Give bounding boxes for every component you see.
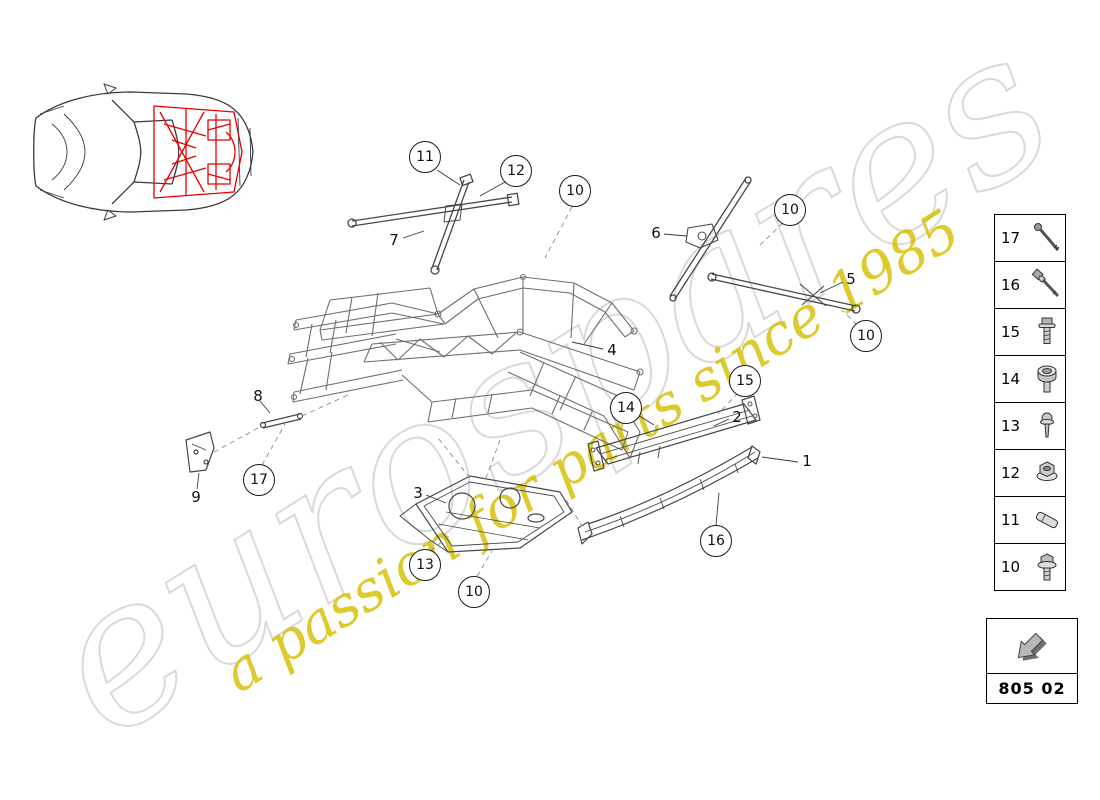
part-label-8[interactable]: 8: [253, 387, 263, 405]
part-5-stay: [707, 272, 861, 314]
legend-number: 15: [1001, 323, 1021, 341]
part-label-5[interactable]: 5: [846, 270, 856, 288]
legend-row-14[interactable]: 14: [994, 355, 1066, 403]
callout-14[interactable]: 14: [610, 392, 642, 424]
part-2-impact-beam: [587, 395, 761, 472]
chassis-frame-part-4: [287, 273, 644, 459]
legend-number: 12: [1001, 464, 1021, 482]
part-label-9[interactable]: 9: [191, 488, 201, 506]
legend-number: 10: [1001, 558, 1021, 576]
callout-17[interactable]: 17: [243, 464, 275, 496]
part-label-4[interactable]: 4: [607, 341, 617, 359]
legend-number: 16: [1001, 276, 1021, 294]
fasteners-legend: 17 16 15 14 13: [994, 214, 1066, 591]
legend-number: 13: [1001, 417, 1021, 435]
part-8-link: [259, 412, 304, 429]
part-1-bumper-beam: [577, 445, 761, 545]
back-arrow-button[interactable]: [986, 618, 1078, 674]
callout-10-b[interactable]: 10: [774, 194, 806, 226]
part-label-7[interactable]: 7: [389, 231, 399, 249]
car-inset-rear-chassis-highlight: [153, 105, 243, 199]
flange-bolt-icon: [1031, 315, 1063, 349]
legend-row-15[interactable]: 15: [994, 308, 1066, 356]
callout-11[interactable]: 11: [409, 141, 441, 173]
part-7-cross-brace: [347, 173, 520, 275]
car-top-view-icon: [33, 83, 254, 221]
part-3-underbody-panel: [399, 475, 573, 553]
legend-number: 11: [1001, 511, 1021, 529]
legend-row-10[interactable]: 10: [994, 543, 1066, 591]
legend-row-13[interactable]: 13: [994, 402, 1066, 450]
part-6-stay-bracket: [669, 176, 752, 302]
part-9-bracket: [185, 431, 215, 473]
diagram-code-box: 805 02: [986, 618, 1078, 704]
screw-icon: [1031, 409, 1063, 443]
part-label-6[interactable]: 6: [651, 224, 661, 242]
callout-10-a[interactable]: 10: [559, 175, 591, 207]
leader-lines: [196, 169, 844, 526]
legend-row-17[interactable]: 17: [994, 214, 1066, 262]
hex-bolt-icon: [1031, 268, 1063, 302]
dowel-pin-icon: [1031, 503, 1063, 537]
legend-row-11[interactable]: 11: [994, 496, 1066, 544]
callout-10-d[interactable]: 10: [458, 576, 490, 608]
part-label-3[interactable]: 3: [413, 484, 423, 502]
legend-row-16[interactable]: 16: [994, 261, 1066, 309]
callout-10-c[interactable]: 10: [850, 320, 882, 352]
diagram-code[interactable]: 805 02: [986, 674, 1078, 704]
legend-row-12[interactable]: 12: [994, 449, 1066, 497]
long-bolt-icon: [1031, 221, 1063, 255]
callout-15[interactable]: 15: [729, 365, 761, 397]
assembly-dashed-lines: [213, 206, 858, 577]
part-label-1[interactable]: 1: [802, 452, 812, 470]
legend-number: 14: [1001, 370, 1021, 388]
callout-13[interactable]: 13: [409, 549, 441, 581]
back-arrow-icon: [1010, 623, 1054, 669]
callout-16[interactable]: 16: [700, 525, 732, 557]
callout-12[interactable]: 12: [500, 155, 532, 187]
flange-screw-icon: [1031, 550, 1063, 584]
part-label-2[interactable]: 2: [732, 408, 742, 426]
shoulder-bolt-icon: [1031, 362, 1063, 396]
flange-nut-icon: [1031, 456, 1063, 490]
legend-number: 17: [1001, 229, 1021, 247]
